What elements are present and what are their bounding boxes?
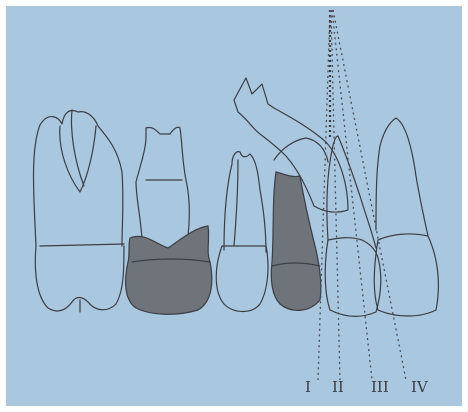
projection-line-iv	[333, 10, 406, 380]
tilted-restored-tooth	[234, 78, 348, 310]
canine-tooth	[325, 136, 381, 316]
projection-label-i: I	[305, 378, 311, 396]
molar-tooth	[34, 110, 125, 312]
premolar-tooth	[216, 152, 268, 312]
projection-label-iv: IV	[411, 378, 429, 396]
projection-label-iii: III	[371, 378, 389, 396]
premolar-restored-tooth	[126, 127, 212, 314]
projection-lines	[318, 10, 406, 380]
projection-line-i	[318, 10, 330, 380]
incisor-tooth	[374, 118, 438, 316]
projection-label-ii: II	[332, 378, 344, 396]
